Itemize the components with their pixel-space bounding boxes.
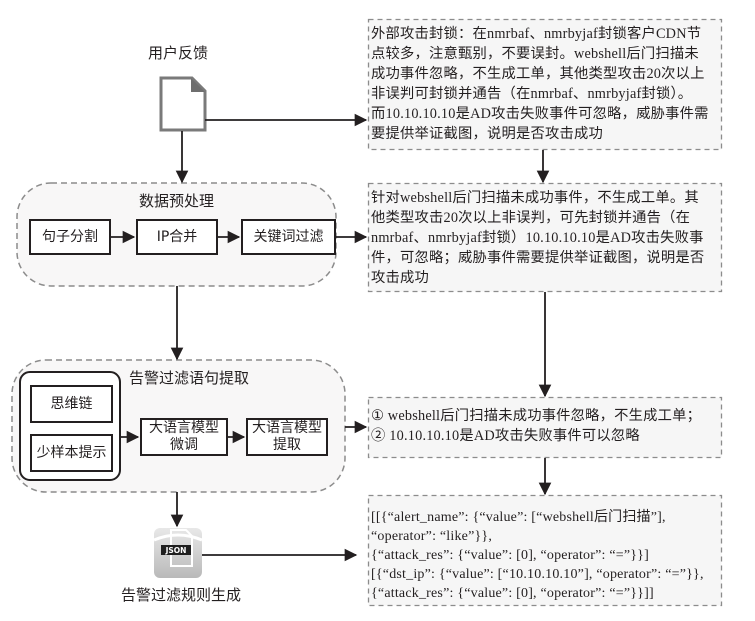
document-icon: [159, 76, 207, 132]
preprocessed-line: 他类型攻击20次以上非误判，可先封锁并通告（在: [371, 210, 691, 226]
json-file-icon: JSON: [153, 528, 203, 578]
method-chain-of-thought: 思维链: [30, 385, 113, 423]
rule-line: {“attack_res”: {“value”: [0], “operator”…: [371, 548, 649, 563]
extracted-text: ① webshell后门扫描未成功事件忽略，不生成工单； ② 10.10.10.…: [369, 403, 721, 457]
rule-line: {“attack_res”: {“value”: [0], “operator”…: [371, 586, 654, 601]
step-keyword-filter: 关键词过滤: [241, 219, 336, 255]
llm-finetune-line1: 大语言模型: [149, 420, 219, 436]
llm-extract-line1: 大语言模型: [252, 420, 322, 436]
extracted-box-border: [367, 396, 723, 459]
raw-feedback-line: 外部攻击封锁：在nmrbaf、nmrbyjaf封锁客户CDN节: [371, 26, 702, 42]
rule-line: [{“dst_ip”: {“value”: [“10.10.10.10”], “…: [371, 567, 704, 582]
raw-feedback-box-border: [367, 18, 723, 151]
rule-line: [[{“alert_name”: {“value”: [“webshell后门扫…: [371, 510, 666, 525]
raw-feedback-line: 要提供举证截图，说明是否攻击成功: [371, 126, 603, 142]
raw-feedback-line: 点较多，注意甄别，不要误封。webshell后门扫描未: [371, 46, 699, 62]
extracted-line: ① webshell后门扫描未成功事件忽略，不生成工单；: [371, 408, 702, 424]
preprocessed-line: 件，可忽略；威胁事件需要提供举证截图，说明是否: [371, 250, 705, 266]
raw-feedback-line: 非误判可封锁并通告（在nmrbaf、nmrbyjaf封锁）。: [371, 86, 693, 102]
llm-extract-line2: 提取: [273, 437, 301, 453]
step-sentence-split: 句子分割: [29, 219, 111, 255]
rule-line: “operator”: “like”}},: [371, 529, 493, 544]
step-ip-merge: IP合并: [136, 219, 218, 255]
json-icon-text: JSON: [165, 546, 187, 555]
llm-extract-box: 大语言模型 提取: [246, 418, 328, 456]
preprocessed-line: 针对webshell后门扫描未成功事件，不生成工单。其: [371, 190, 699, 206]
preprocessing-title: 数据预处理: [139, 192, 215, 210]
raw-feedback-text: 外部攻击封锁：在nmrbaf、nmrbyjaf封锁客户CDN节 点较多，注意甄别…: [369, 21, 721, 149]
rules-text: [[{“alert_name”: {“value”: [“webshell后门扫…: [369, 505, 721, 605]
method-few-shot: 少样本提示: [30, 434, 113, 472]
llm-finetune-box: 大语言模型 微调: [140, 418, 228, 456]
rules-box-border: [367, 494, 723, 607]
preprocessed-box-border: [367, 182, 723, 293]
preprocessed-text: 针对webshell后门扫描未成功事件，不生成工单。其 他类型攻击20次以上非误…: [369, 185, 721, 291]
preprocessed-line: nmrbaf、nmrbyjaf封锁）10.10.10.10是AD攻击失败事: [371, 230, 704, 246]
raw-feedback-line: 而10.10.10.10是AD攻击失败事件可忽略，威胁事件需: [371, 106, 709, 122]
llm-finetune-line2: 微调: [170, 437, 198, 453]
output-label: 告警过滤规则生成: [121, 586, 242, 604]
extraction-title: 告警过滤语句提取: [129, 369, 250, 387]
raw-feedback-line: 成功事件忽略，不生成工单，其他类型攻击20次以上: [371, 66, 705, 82]
extracted-line: ② 10.10.10.10是AD攻击失败事件可以忽略: [371, 428, 640, 444]
feedback-label: 用户反馈: [148, 44, 209, 62]
preprocessed-line: 攻击成功: [371, 270, 429, 286]
